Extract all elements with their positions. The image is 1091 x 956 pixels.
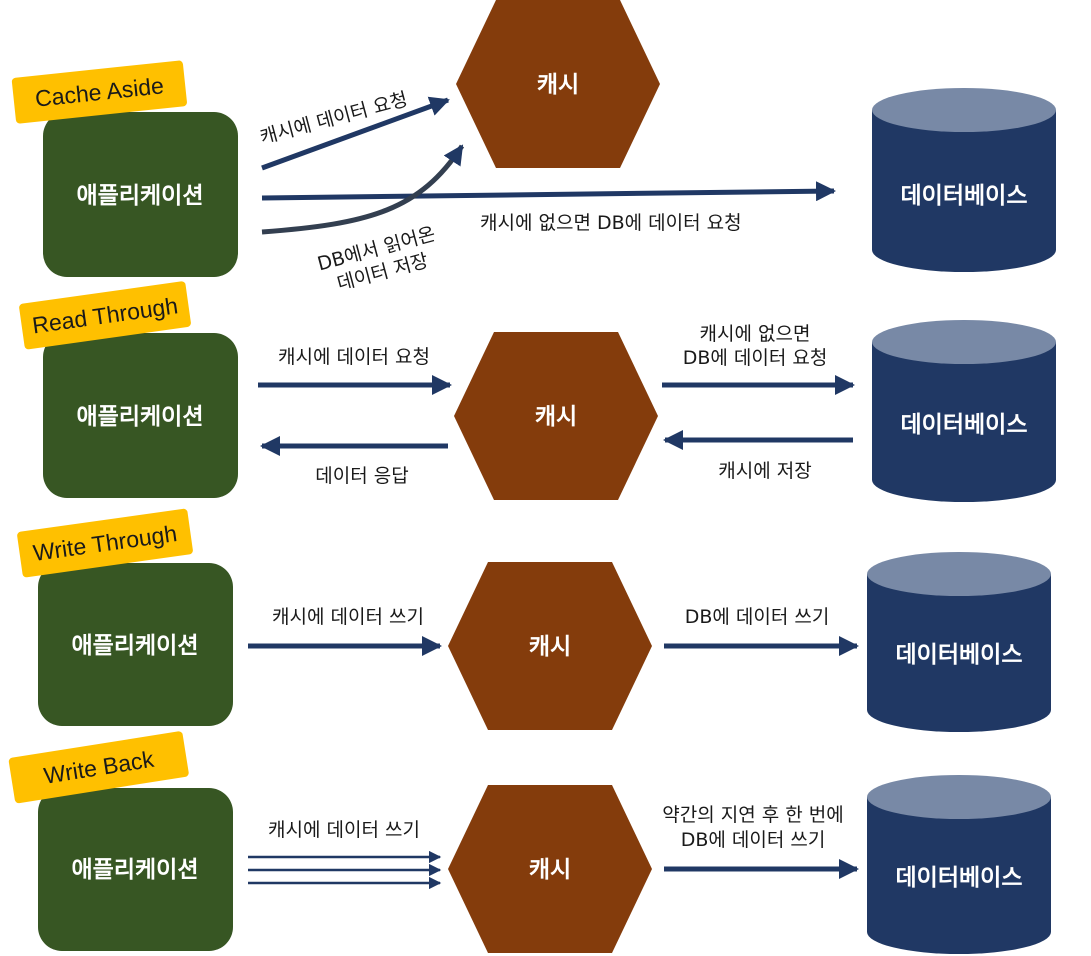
application-label: 애플리케이션 (72, 633, 199, 659)
cache-label: 캐시 (529, 634, 571, 660)
strategy-tag: Cache Aside (11, 60, 187, 124)
strategy-tag: Read Through (19, 281, 191, 350)
application-label: 애플리케이션 (77, 404, 204, 430)
cache-hexagon (456, 0, 660, 168)
edge-label-store: 캐시에 저장 (718, 460, 811, 482)
database-label: 데이터베이스 (896, 642, 1023, 668)
application-box (43, 112, 238, 277)
database-cylinder (872, 88, 1056, 272)
edge-label-delay-line2: DB에 데이터 쓰기 (681, 829, 826, 851)
edge-label-miss-line2: DB에 데이터 요청 (683, 347, 828, 369)
database-cylinder (867, 552, 1051, 732)
edge-label-write: 캐시에 데이터 쓰기 (268, 819, 420, 841)
edge-label-write: 캐시에 데이터 쓰기 (272, 606, 424, 628)
cache-hexagon (448, 785, 652, 953)
strategy-tag: Write Through (17, 508, 193, 578)
edge-label-response: 데이터 응답 (315, 465, 408, 487)
edge-label-miss: 캐시에 없으면 DB에 데이터 요청 (480, 212, 742, 234)
cache-label: 캐시 (529, 857, 571, 883)
edge-label-request: 캐시에 데이터 요청 (278, 346, 430, 368)
cache-hexagon (454, 332, 658, 500)
cache-hexagon (448, 562, 652, 730)
edge-label-db-write: DB에 데이터 쓰기 (685, 606, 830, 628)
application-label: 애플리케이션 (77, 183, 204, 209)
section-write-through: 애플리케이션 Write Through 캐시 데이터베이스 캐시에 데이터 쓰… (17, 508, 1051, 732)
edge-label-delay-line1: 약간의 지연 후 한 번에 (662, 804, 843, 826)
edge-label-miss-line1: 캐시에 없으면 (700, 323, 811, 345)
edge-label-store: DB에서 읽어온 데이터 저장 (315, 223, 438, 295)
arrow-app-to-cache (261, 96, 450, 171)
database-cylinder (867, 775, 1051, 954)
database-label: 데이터베이스 (901, 183, 1028, 209)
section-read-through: 애플리케이션 Read Through 캐시 데이터베이스 캐시에 데이터 요청… (19, 281, 1056, 502)
arrow-app-to-db (261, 181, 836, 202)
database-label: 데이터베이스 (896, 865, 1023, 891)
section-cache-aside: 애플리케이션 Cache Aside 캐시 데이터베이스 캐시에 데이터 요청 … (11, 0, 1056, 295)
application-label: 애플리케이션 (72, 857, 199, 883)
application-box (43, 333, 238, 498)
application-box (38, 563, 233, 726)
strategy-tag: Write Back (8, 731, 189, 804)
database-cylinder (872, 320, 1056, 502)
section-write-back: 애플리케이션 Write Back 캐시 데이터베이스 캐시에 데이터 쓰기 약… (8, 731, 1051, 954)
database-label: 데이터베이스 (901, 412, 1028, 438)
cache-label: 캐시 (537, 72, 579, 98)
arrow-db-data-to-cache (261, 144, 465, 235)
application-box (38, 788, 233, 951)
cache-label: 캐시 (535, 404, 577, 430)
